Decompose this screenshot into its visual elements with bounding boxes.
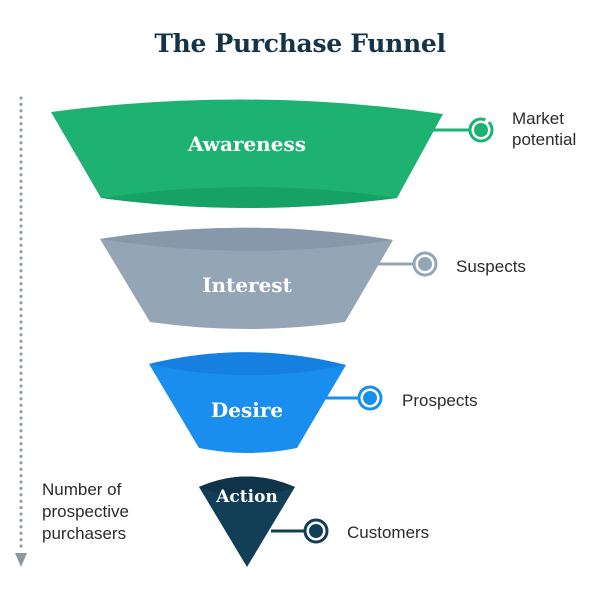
label-line: purchasers: [42, 524, 126, 543]
axis: Number of prospective purchasers: [15, 96, 129, 567]
stage-label-awareness: Awareness: [187, 132, 306, 156]
connector-node-icon: [412, 251, 438, 277]
stage-label-desire: Desire: [211, 398, 283, 422]
funnel-segment-desire[interactable]: [149, 352, 346, 453]
label-line: potential: [512, 130, 576, 149]
stage-label-action: Action: [215, 487, 278, 507]
label-line: Customers: [347, 523, 429, 542]
connector-node-dot: [363, 391, 377, 405]
connector-node-icon: [468, 117, 494, 143]
connector-node-dot: [309, 524, 323, 538]
stage-interest[interactable]: Interest Suspects: [100, 227, 526, 329]
diagram-title: The Purchase Funnel: [154, 29, 446, 58]
outcome-label-prospects: Prospects: [402, 391, 478, 410]
label-line: Prospects: [402, 391, 478, 410]
funnel-segment-awareness[interactable]: [51, 99, 443, 208]
arrow-down-icon: [15, 553, 27, 567]
funnel-segment-rim: [199, 476, 295, 497]
stage-awareness[interactable]: Awareness Market potential: [51, 99, 576, 208]
label-line: prospective: [42, 502, 129, 521]
outcome-label-customers: Customers: [347, 523, 429, 542]
funnel-segment-interest[interactable]: [100, 227, 393, 329]
outcome-label-suspects: Suspects: [456, 257, 526, 276]
connector-node-icon: [357, 385, 383, 411]
label-line: Number of: [42, 480, 122, 499]
outcome-label-market-potential: Market potential: [512, 109, 576, 149]
funnel-segment-action[interactable]: [199, 476, 295, 568]
funnel-segment-rim: [149, 352, 346, 376]
label-line: Suspects: [456, 257, 526, 276]
connector-node-dot: [474, 123, 488, 137]
stage-action[interactable]: Action Customers: [199, 476, 429, 568]
connector-node-icon: [303, 518, 329, 544]
stage-desire[interactable]: Desire Prospects: [149, 352, 478, 453]
axis-label: Number of prospective purchasers: [42, 480, 129, 543]
stage-label-interest: Interest: [202, 273, 292, 297]
label-line: Market: [512, 109, 564, 128]
funnel-segment-rim: [100, 227, 393, 251]
funnel-segment-shadow: [101, 187, 397, 208]
connector-node-dot: [418, 257, 432, 271]
